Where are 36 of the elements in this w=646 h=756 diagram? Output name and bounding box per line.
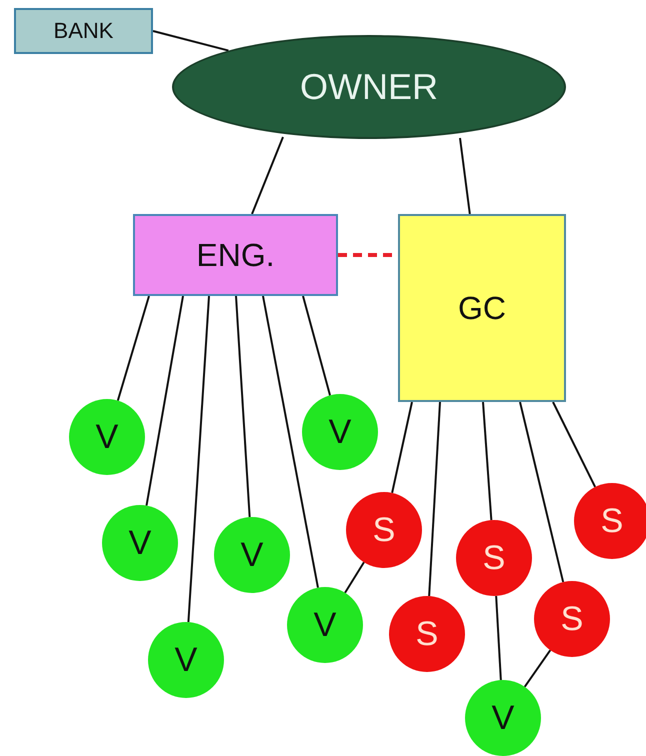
node-label: V bbox=[128, 524, 152, 562]
node-label: V bbox=[328, 412, 352, 452]
connector-line bbox=[152, 30, 229, 52]
connector-line bbox=[251, 136, 284, 214]
node-label: S bbox=[482, 538, 506, 578]
node-label: S bbox=[416, 614, 438, 654]
connector-line bbox=[482, 402, 492, 520]
node-label: OWNER bbox=[300, 66, 438, 108]
connector-line bbox=[495, 596, 502, 680]
connector-line bbox=[524, 650, 552, 688]
node-label: V bbox=[174, 640, 198, 680]
rect-box bbox=[398, 214, 566, 402]
connector-line bbox=[459, 138, 471, 214]
node-label: S bbox=[600, 502, 624, 540]
connector-line bbox=[262, 296, 319, 588]
node-label: BANK bbox=[54, 18, 114, 44]
connector-line bbox=[116, 296, 150, 401]
connector-line bbox=[235, 296, 251, 518]
node-label: GC bbox=[458, 290, 506, 326]
rect-box bbox=[14, 8, 153, 54]
connector-line bbox=[428, 402, 441, 596]
node-label: V bbox=[240, 536, 264, 574]
connector-line bbox=[519, 402, 564, 582]
node-label: S bbox=[560, 600, 584, 638]
node-label: S bbox=[372, 510, 396, 550]
connector-line bbox=[146, 296, 184, 506]
node-label: V bbox=[492, 698, 514, 738]
node-label: ENG. bbox=[196, 236, 275, 274]
node-label: V bbox=[96, 418, 118, 456]
connector-line bbox=[344, 562, 365, 594]
connector-line bbox=[552, 402, 596, 488]
node-label: V bbox=[314, 606, 336, 644]
connector-line bbox=[187, 296, 210, 622]
connector-line bbox=[302, 296, 331, 396]
rect-box bbox=[133, 214, 338, 296]
connector-line bbox=[391, 402, 413, 494]
